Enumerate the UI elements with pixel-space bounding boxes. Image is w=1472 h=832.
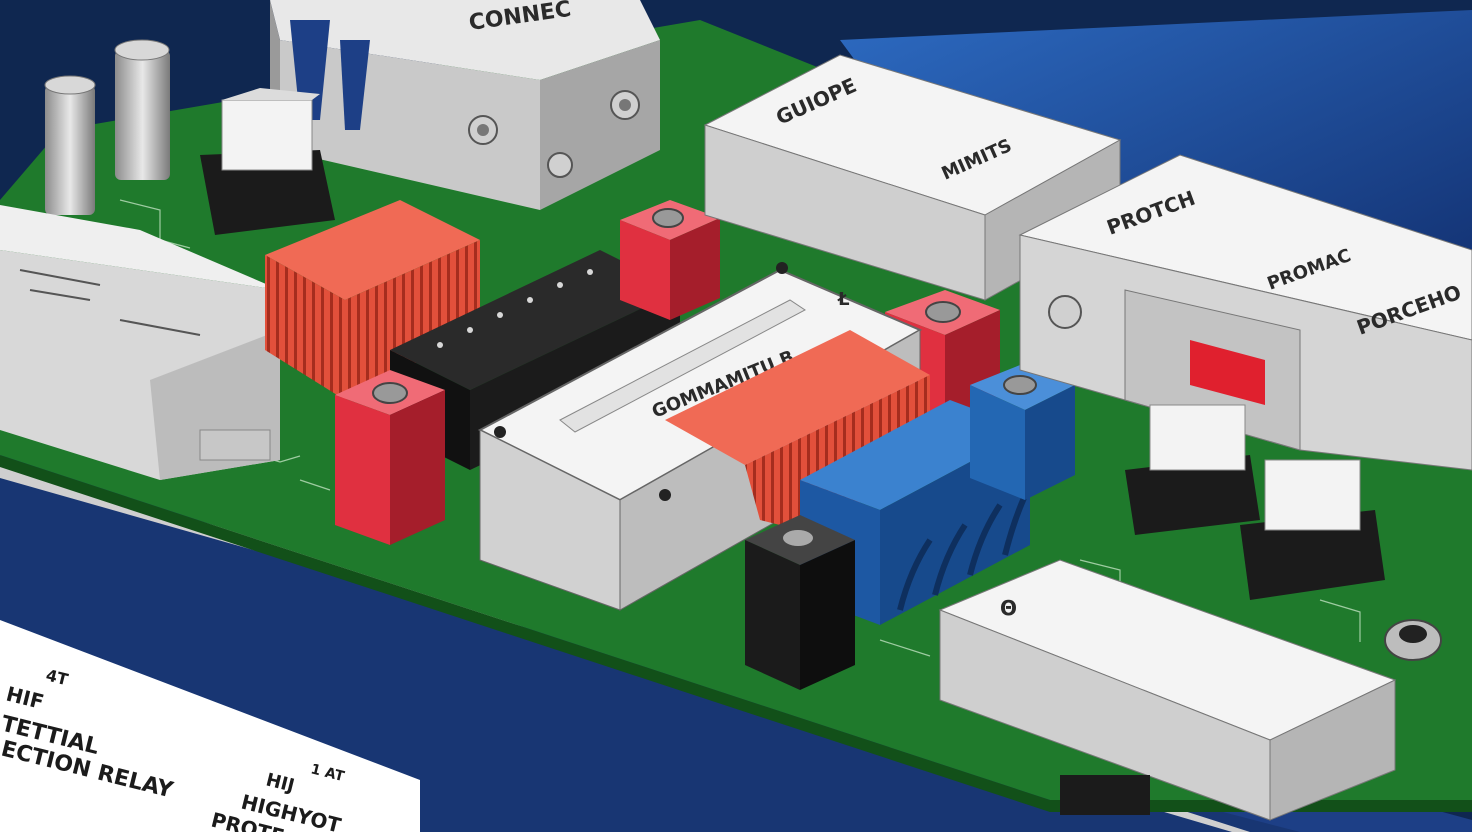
right-module: PROTCH PROMAC PORCEHO xyxy=(1018,154,1472,471)
doc-line: 4T xyxy=(44,665,70,689)
capacitor xyxy=(44,75,96,215)
blue-terminal xyxy=(970,365,1075,500)
push-button xyxy=(1240,459,1385,600)
push-button xyxy=(1125,404,1260,535)
center-plate-mark: Ł xyxy=(837,289,850,310)
left-module xyxy=(0,205,280,480)
top-center-module: GUIOPE MIMITS xyxy=(703,54,1122,301)
top-connector-block: CONNEC xyxy=(270,0,660,210)
push-button xyxy=(200,88,335,235)
enclosure-front xyxy=(0,470,1300,832)
bottom-module: Θ xyxy=(938,559,1397,821)
capacitor xyxy=(114,39,170,180)
red-terminal xyxy=(335,370,445,545)
document-sheet: 4T HIF TETTIAL ECTION RELAY 1 AT HIJ HIG… xyxy=(0,620,420,832)
round-button xyxy=(1384,619,1442,661)
black-terminal xyxy=(745,515,855,690)
red-relay-left xyxy=(265,200,480,400)
red-terminal xyxy=(620,200,720,320)
bottom-module-mark: Θ xyxy=(1000,596,1017,620)
